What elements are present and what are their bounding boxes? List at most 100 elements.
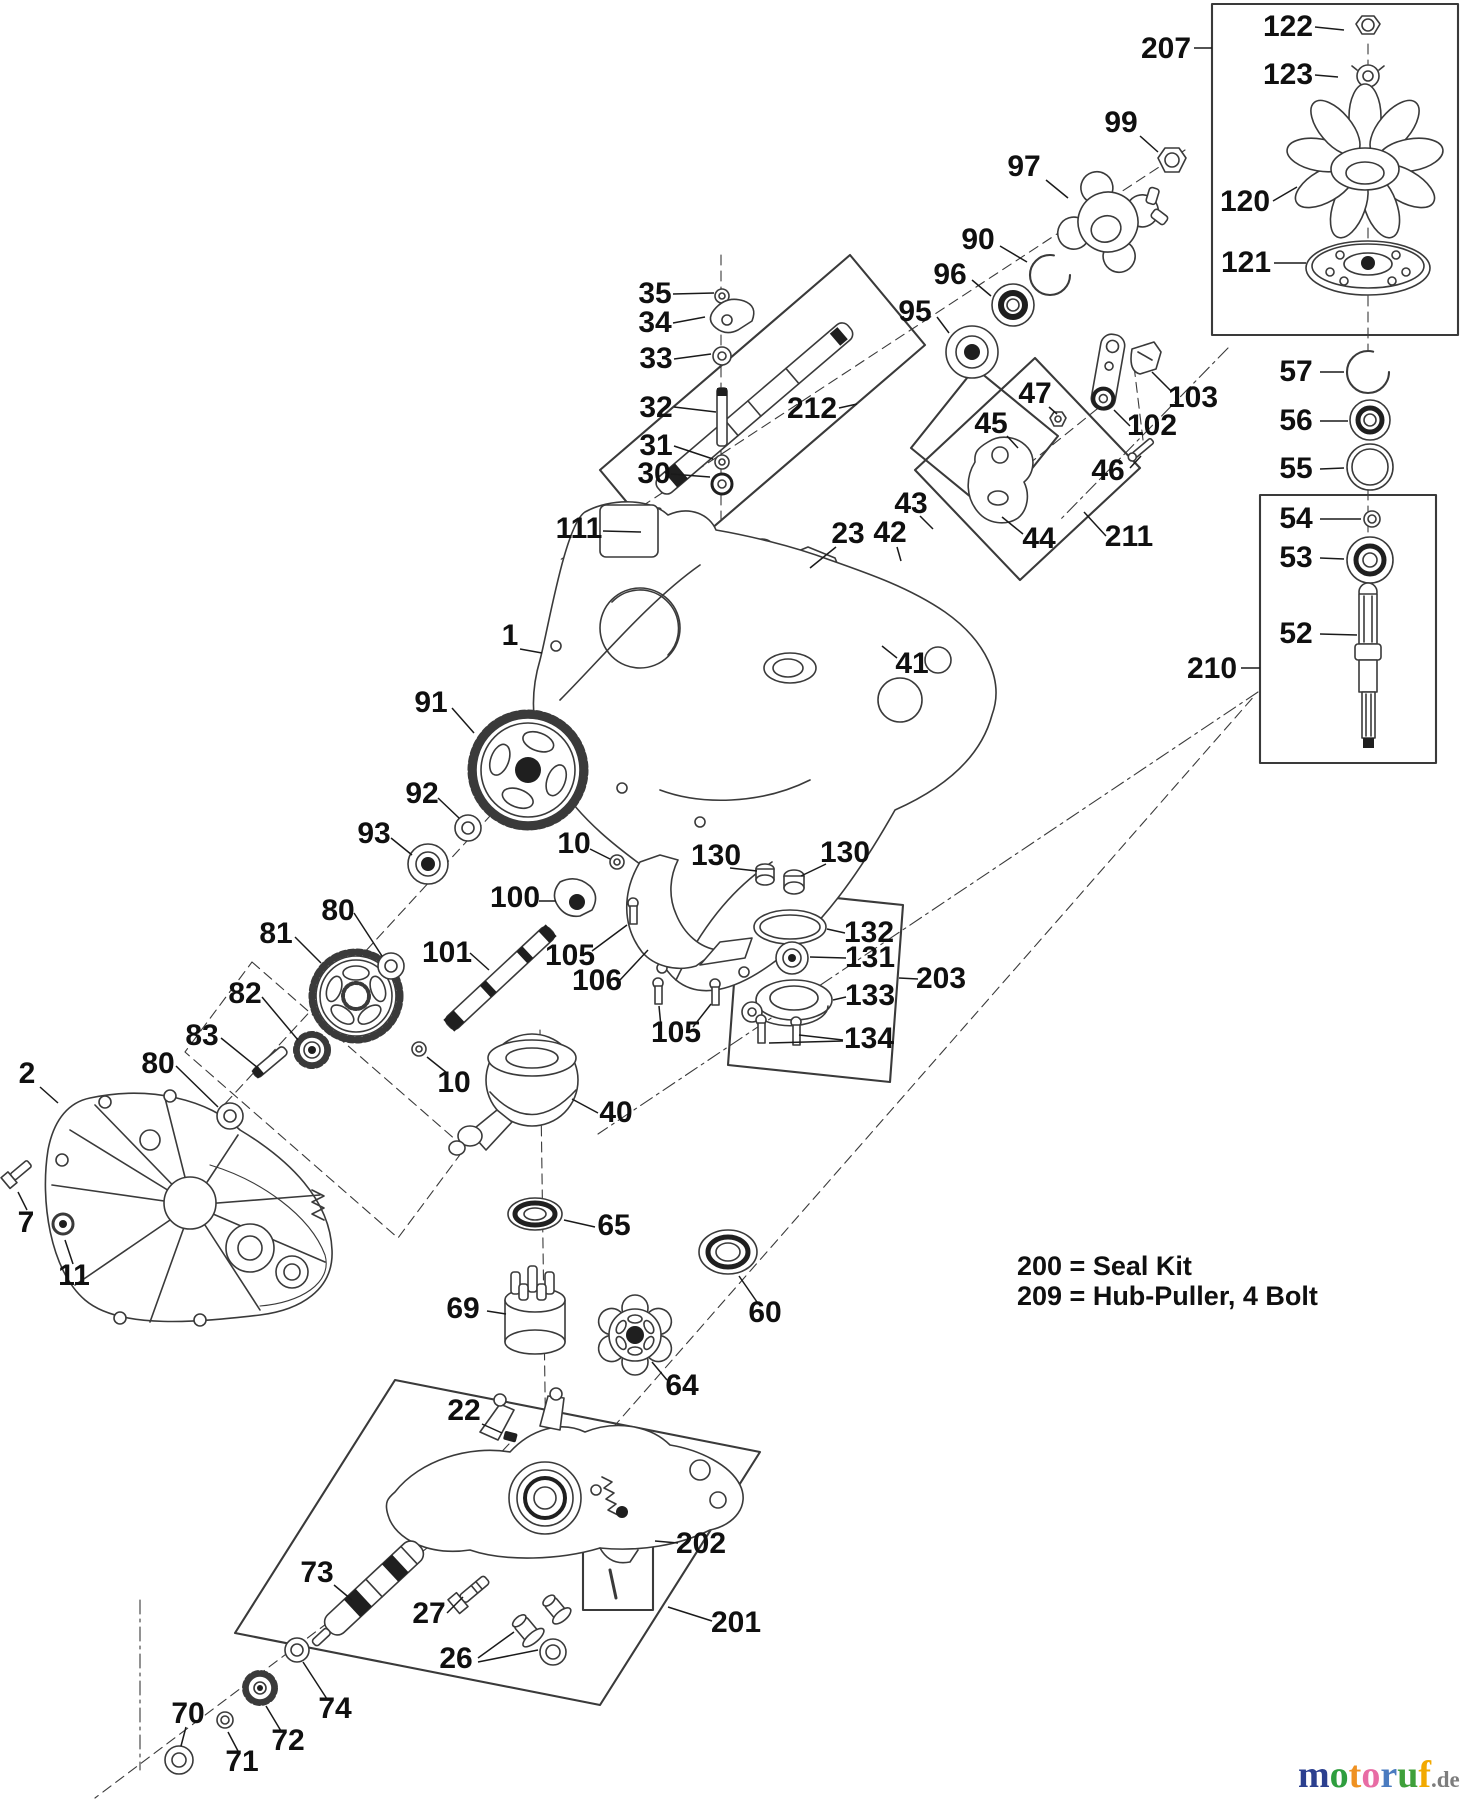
callout-leader-line — [729, 867, 758, 872]
part-callout-69-64: 69 — [446, 1292, 479, 1325]
lever-102-part — [1090, 333, 1126, 411]
part-callout-80-52: 80 — [321, 894, 354, 927]
part-callout-11-59: 11 — [58, 1259, 90, 1292]
logo-motoruf[interactable]: motoruf.de — [1298, 1756, 1460, 1799]
callout-leader-line — [898, 977, 919, 980]
part-callout-95-9: 95 — [898, 295, 931, 328]
clip-103-part — [1130, 341, 1162, 375]
pin-46-part — [1127, 438, 1155, 462]
seal-65-part — [507, 1197, 563, 1231]
fan-120-part — [1286, 83, 1444, 239]
part-callout-44-23: 44 — [1022, 522, 1056, 555]
logo-letter: f — [1418, 1754, 1431, 1796]
callout-leader-line — [1113, 409, 1131, 427]
part-callout-105-49: 105 — [545, 939, 595, 972]
part-callout-212-28: 212 — [787, 392, 837, 425]
callout-leader-line — [619, 949, 649, 981]
logo-letter: m — [1298, 1754, 1330, 1796]
pin-83-part — [251, 1046, 288, 1079]
ring-71-part — [216, 1711, 234, 1729]
part-callout-43-24: 43 — [894, 487, 927, 520]
logo-letter: t — [1348, 1754, 1362, 1796]
washer-92-part — [454, 814, 482, 842]
callout-leader-line — [477, 1649, 539, 1663]
part-callout-132-44: 132 — [844, 916, 894, 949]
pawl-100-part — [553, 878, 597, 918]
part-callout-1-36: 1 — [502, 619, 519, 652]
gear-81-part — [308, 948, 404, 1044]
bearing-93-part — [407, 843, 449, 885]
washer-80-lower-part — [216, 1102, 244, 1130]
pinion-82-part — [293, 1031, 331, 1069]
callout-leader-line — [519, 648, 543, 654]
part-callout-10-61: 10 — [437, 1066, 470, 1099]
callout-leader-line — [1129, 455, 1142, 469]
bolt-27-part — [447, 1575, 490, 1615]
part-callout-71-74: 71 — [225, 1745, 258, 1778]
bolt-7-part — [0, 1160, 32, 1190]
part-callout-56-11: 56 — [1279, 404, 1312, 437]
part-callout-106-50: 106 — [572, 964, 622, 997]
part-callout-41-27: 41 — [895, 647, 928, 680]
plugs-26-part — [511, 1594, 572, 1666]
part-callout-80-56: 80 — [141, 1047, 174, 1080]
callout-layer: 2071221231201219997909695575655545352210… — [17, 10, 1361, 1778]
callout-leader-line — [265, 1705, 282, 1732]
legend-line-1: 200 = Seal Kit — [1017, 1251, 1192, 1281]
callout-leader-line — [175, 1065, 219, 1108]
callout-leader-line — [658, 1005, 662, 1028]
part-callout-210-16: 210 — [1187, 652, 1237, 685]
nut-47-part — [1049, 411, 1067, 427]
part-callout-105-51: 105 — [651, 1016, 701, 1049]
part-callout-91-37: 91 — [414, 686, 447, 719]
callout-leader-line — [486, 1310, 507, 1315]
callout-leader-line — [1314, 74, 1339, 78]
callout-leader-line — [667, 1606, 713, 1622]
cover-2-part — [44, 1089, 333, 1327]
part-callout-45-22: 45 — [974, 407, 1007, 440]
part-callout-82-54: 82 — [228, 977, 261, 1010]
part-callout-102-18: 102 — [1127, 409, 1177, 442]
logo-letter: o — [1361, 1754, 1381, 1796]
nut-99-part — [1157, 147, 1187, 173]
callout-leader-line — [673, 406, 717, 413]
logo-letter: u — [1397, 1754, 1419, 1796]
box-203 — [726, 886, 905, 1084]
callout-leader-line — [17, 1191, 28, 1211]
callout-leader-line — [39, 1086, 59, 1104]
callout-leader-line — [654, 1540, 679, 1544]
callout-leader-line — [451, 707, 475, 734]
callout-leader-line — [838, 403, 858, 409]
pump-assembly-part — [385, 1387, 744, 1564]
callout-leader-line — [1006, 435, 1019, 449]
callout-leader-line — [64, 1239, 74, 1265]
kit-202-contents-part — [590, 1476, 628, 1600]
guard-106-part — [625, 854, 753, 970]
callout-leader-line — [936, 316, 950, 334]
callout-leader-line — [800, 863, 827, 877]
part-callout-54-13: 54 — [1279, 502, 1313, 535]
shaft-101-part — [443, 924, 557, 1032]
callout-leader-line — [302, 1661, 328, 1700]
callout-leader-line — [446, 1596, 464, 1614]
callout-leader-line — [227, 1731, 239, 1752]
callout-leader-line — [832, 996, 847, 1001]
part-callout-93-39: 93 — [357, 817, 390, 850]
part-callout-27-71: 27 — [412, 1597, 445, 1630]
snap-ring-57-part — [1345, 349, 1391, 395]
callout-leader-line — [692, 1003, 712, 1028]
part-callout-34-30: 34 — [638, 306, 672, 339]
part-callout-121-4: 121 — [1221, 246, 1271, 279]
part-callout-53-14: 53 — [1279, 541, 1312, 574]
ring-10-lower-part — [411, 1041, 427, 1057]
part-callout-65-63: 65 — [597, 1209, 630, 1242]
part-callout-7-58: 7 — [18, 1206, 35, 1239]
washer-70-part — [164, 1745, 194, 1775]
part-callout-60-65: 60 — [748, 1296, 781, 1329]
bracket-44-part — [967, 436, 1034, 524]
part-callout-26-72: 26 — [439, 1642, 472, 1675]
part-callout-32-32: 32 — [639, 391, 672, 424]
callout-leader-line — [809, 546, 837, 569]
part-callout-207-0: 207 — [1141, 32, 1191, 65]
seal-60-part — [698, 1229, 758, 1275]
